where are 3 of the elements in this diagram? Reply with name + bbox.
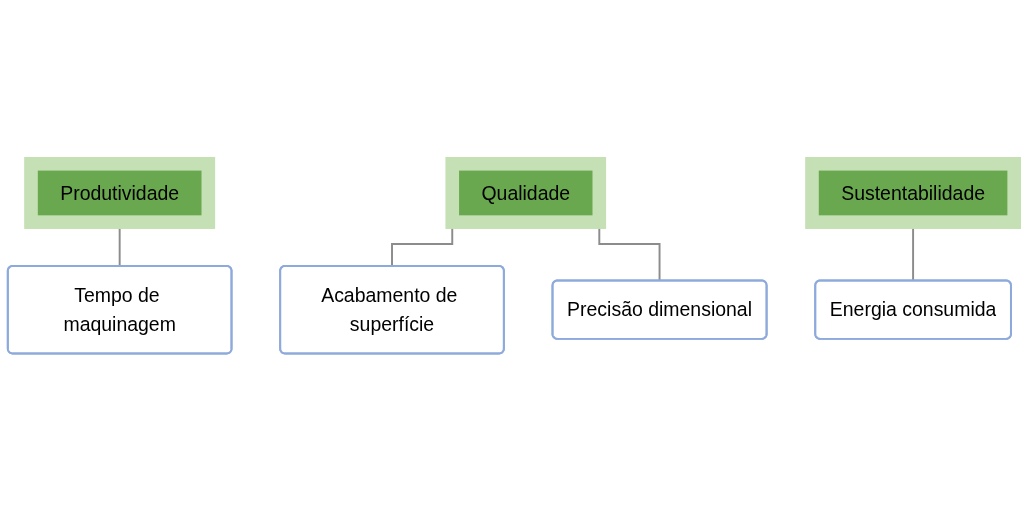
node-box: Qualidade: [445, 156, 607, 229]
node-box: Produtividade: [24, 156, 216, 229]
node-box: Sustentabilidade: [805, 156, 1021, 229]
